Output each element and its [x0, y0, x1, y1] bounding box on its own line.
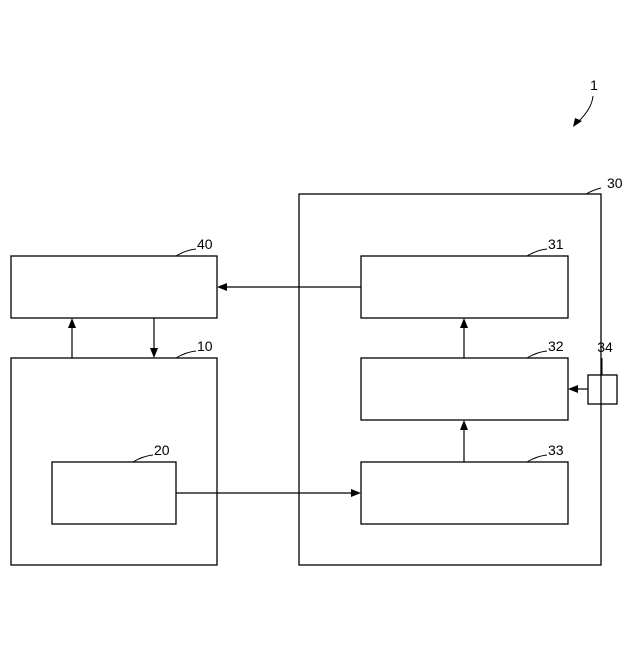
block-32-leader: [527, 351, 547, 358]
block-33-leader: [527, 455, 547, 462]
block-32: [361, 358, 568, 420]
figure-label: 1: [590, 77, 598, 93]
arrow-40-to-10-head: [150, 348, 158, 358]
arrow-33-to-32-head: [460, 420, 468, 430]
block-32-ref: 32: [548, 338, 564, 354]
block-20-leader: [133, 455, 153, 462]
block-31-ref: 31: [548, 236, 564, 252]
block-31: [361, 256, 568, 318]
block-20-ref: 20: [154, 442, 170, 458]
block-33-ref: 33: [548, 442, 564, 458]
block-34: [588, 375, 617, 404]
block-40: [11, 256, 217, 318]
arrow-20-to-33-head: [351, 489, 361, 497]
arrow-32-to-31-head: [460, 318, 468, 328]
block-30-leader: [586, 188, 601, 194]
block-30-ref: 30: [607, 175, 623, 191]
arrow-31-to-40-head: [217, 283, 227, 291]
block-40-leader: [176, 249, 196, 256]
block-20: [52, 462, 176, 524]
arrow-10-to-40-head: [68, 318, 76, 328]
block-10-ref: 10: [197, 338, 213, 354]
arrow-34-to-32-head: [568, 385, 578, 393]
block-34-ref: 34: [597, 339, 613, 355]
block-31-leader: [527, 249, 547, 256]
block-10-leader: [176, 351, 196, 358]
block-40-ref: 40: [197, 236, 213, 252]
block-33: [361, 462, 568, 524]
figure-label-pointer: [578, 96, 593, 122]
